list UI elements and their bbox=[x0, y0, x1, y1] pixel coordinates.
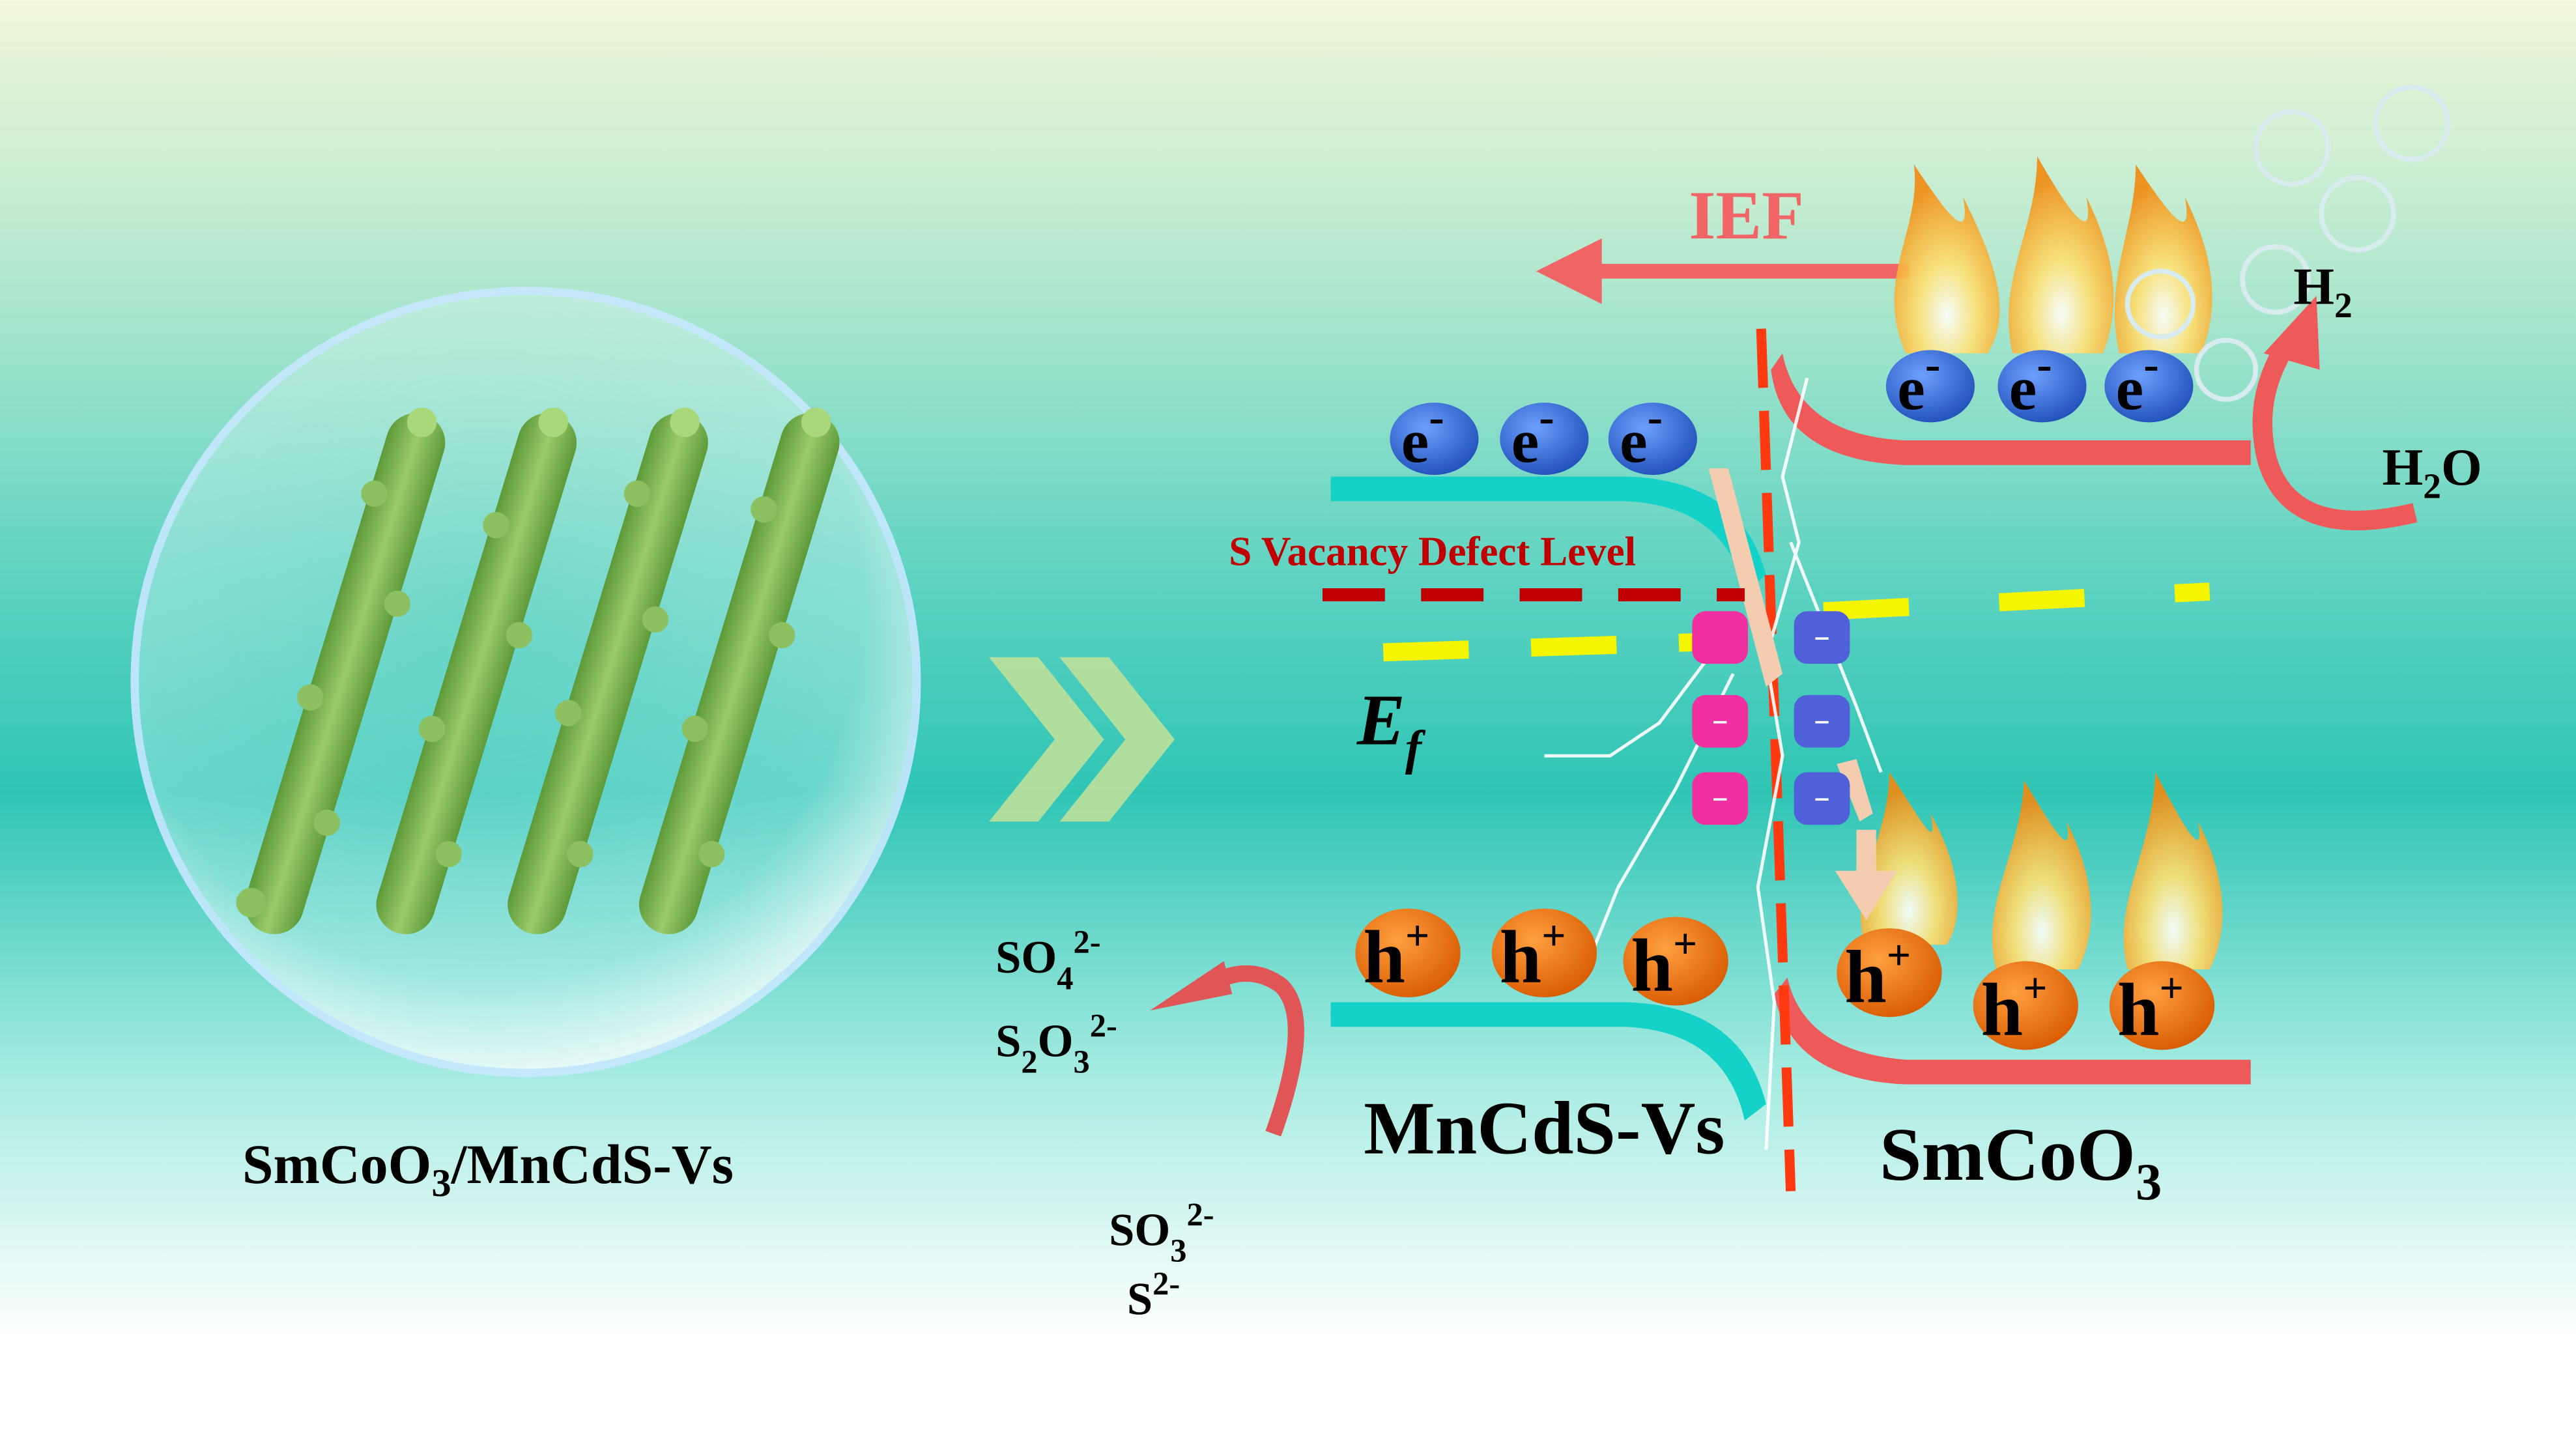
mncds-valence-band bbox=[1330, 1002, 1766, 1121]
nanorod-4 bbox=[638, 407, 840, 935]
electron: e- bbox=[1500, 392, 1589, 476]
flame-icons bbox=[1861, 156, 2223, 970]
fermi-level-mncds bbox=[1382, 631, 1742, 662]
hole: h+ bbox=[1355, 908, 1461, 999]
electron-transfer-path bbox=[1708, 468, 1783, 687]
interface-line bbox=[1756, 328, 1796, 1191]
svg-text:e-: e- bbox=[1511, 392, 1554, 475]
ief-label: IEF bbox=[1689, 177, 1804, 253]
nanorod-1 bbox=[236, 407, 446, 935]
mncds-conduction-band bbox=[1330, 476, 1766, 592]
ief-arrow bbox=[1536, 238, 1910, 304]
h2-evolution-arrow bbox=[2252, 331, 2418, 531]
s2-label: S2- bbox=[1127, 1265, 1180, 1324]
minus-sign: – bbox=[1712, 778, 1728, 816]
chevron-arrow-icon bbox=[989, 657, 1175, 822]
h2-bubbles bbox=[2125, 85, 2451, 402]
fermi-level-smcoo3 bbox=[1823, 582, 2211, 621]
smcoo3-valence-band bbox=[1774, 977, 2251, 1085]
hole: h+ bbox=[1491, 908, 1597, 999]
svg-text:e-: e- bbox=[1401, 392, 1444, 475]
arrow-head-icon bbox=[1150, 961, 1233, 1011]
charge-capsule bbox=[1794, 694, 1850, 748]
nanorod-2 bbox=[376, 407, 577, 935]
hole-transfer-arrow-icon bbox=[1835, 829, 1898, 920]
svg-text:e-: e- bbox=[1897, 339, 1940, 423]
electron: e- bbox=[1997, 339, 2087, 423]
holes: h+ h+ h+ h+ h+ h+ bbox=[1355, 908, 2215, 1052]
minus-sign: – bbox=[1712, 700, 1728, 739]
so4-label: SO42- bbox=[995, 924, 1100, 996]
composite-label: SmCoO3/MnCdS-Vs bbox=[242, 1134, 734, 1205]
svg-text:e-: e- bbox=[2009, 339, 2052, 423]
minus-sign: – bbox=[1814, 617, 1830, 655]
svg-text:h+: h+ bbox=[1631, 920, 1698, 1007]
charge-capsule bbox=[1692, 694, 1749, 748]
smcoo3-conduction-band bbox=[1771, 353, 2251, 465]
charge-capsule bbox=[1794, 772, 1850, 825]
charge-capsule bbox=[1692, 611, 1749, 664]
svg-text:h+: h+ bbox=[1500, 913, 1566, 999]
arrow-head-icon bbox=[2263, 296, 2320, 370]
negative-charges-mncds: – – bbox=[1692, 611, 1749, 825]
defect-level-label: S Vacancy Defect Level bbox=[1229, 529, 1636, 575]
hole: h+ bbox=[2109, 961, 2215, 1052]
so3-label: SO32- bbox=[1109, 1196, 1214, 1268]
h2-label: H2 bbox=[2293, 258, 2353, 325]
s2o3-label: S2O32- bbox=[995, 1007, 1117, 1079]
electron: e- bbox=[1885, 339, 1975, 423]
minus-sign: – bbox=[1814, 778, 1830, 816]
composite-bubble bbox=[130, 287, 921, 1077]
electron: e- bbox=[1608, 392, 1697, 476]
h2o-label: H2O bbox=[2382, 438, 2482, 506]
nanorod-3 bbox=[508, 407, 708, 935]
charge-capsule bbox=[1794, 611, 1850, 664]
hole: h+ bbox=[1837, 928, 1942, 1019]
hole: h+ bbox=[1973, 961, 2078, 1052]
svg-text:h+: h+ bbox=[1844, 932, 1911, 1019]
electron: e- bbox=[1390, 392, 1479, 476]
charge-capsule bbox=[1692, 772, 1749, 825]
hole-transfer-path bbox=[1837, 759, 1873, 822]
electron: e- bbox=[2104, 339, 2194, 423]
svg-text:h+: h+ bbox=[2117, 965, 2184, 1051]
electrons: e- e- e- e- e- e- bbox=[1390, 339, 2194, 476]
negative-charges-smcoo3: – – – bbox=[1794, 611, 1850, 825]
svg-text:e-: e- bbox=[1620, 392, 1663, 475]
hole: h+ bbox=[1623, 917, 1728, 1008]
svg-text:e-: e- bbox=[2116, 339, 2159, 423]
minus-sign: – bbox=[1814, 700, 1830, 739]
mncds-label: MnCdS-Vs bbox=[1364, 1087, 1724, 1170]
svg-text:h+: h+ bbox=[1981, 965, 2048, 1051]
smcoo3-label: SmCoO3 bbox=[1880, 1113, 2162, 1211]
oxidation-arrow bbox=[1203, 965, 1304, 1137]
svg-text:h+: h+ bbox=[1363, 913, 1429, 999]
